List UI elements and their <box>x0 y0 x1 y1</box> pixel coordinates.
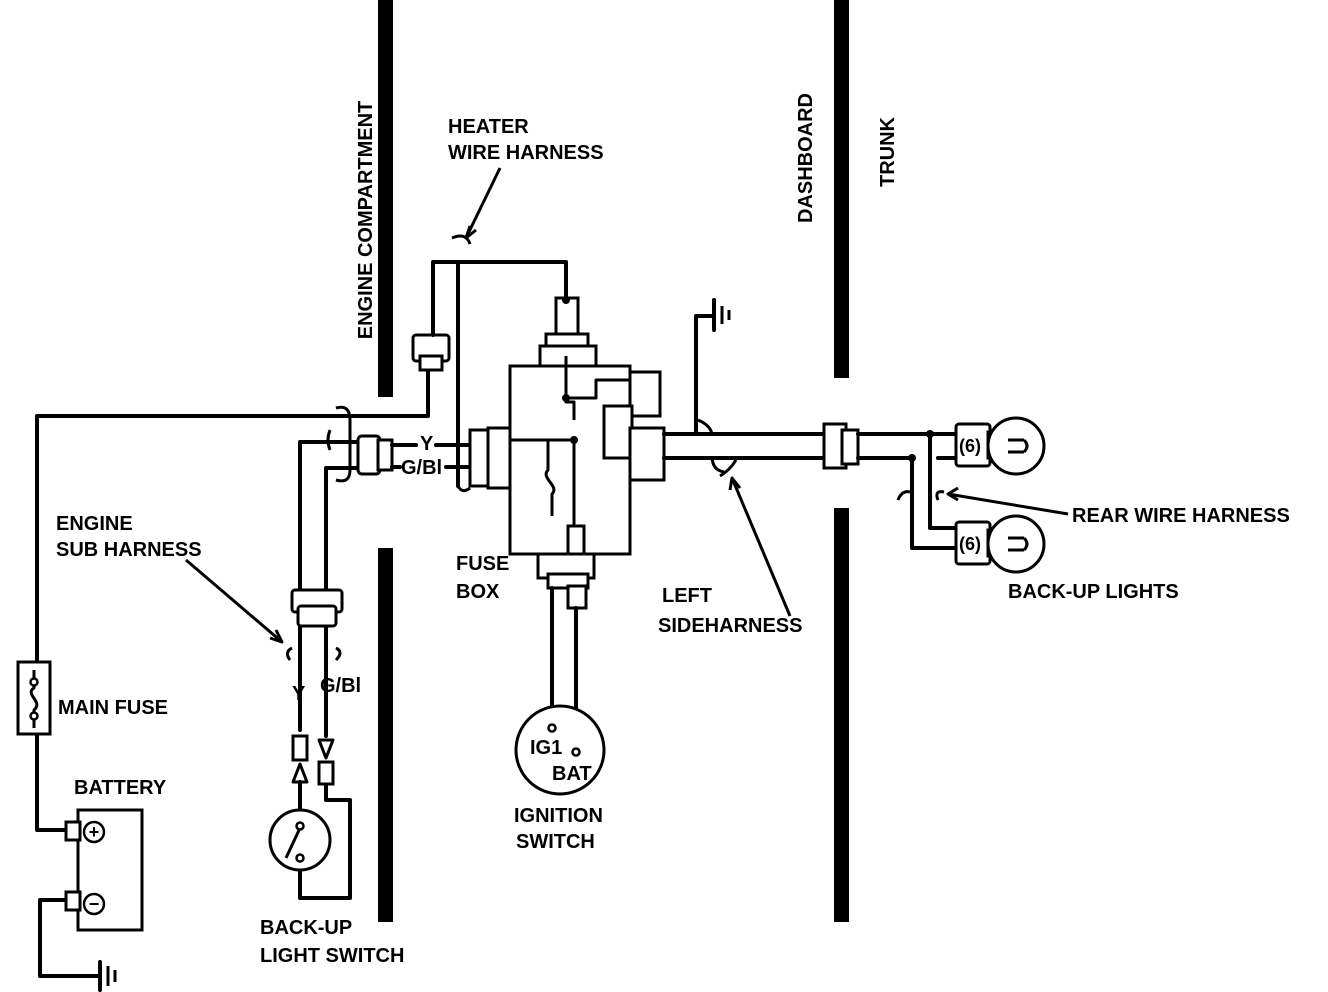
main-fuse <box>16 660 52 736</box>
wire-color-gbl-bulkhead: G/Bl <box>401 457 442 479</box>
ignition-switch-label-1: IGNITION <box>514 805 603 827</box>
heater-harness-wire <box>431 260 568 493</box>
rear-wire-harness-label: REAR WIRE HARNESS <box>1072 505 1290 527</box>
ground-symbol-dashboard <box>712 298 731 332</box>
ignition-switch-label-2: SWITCH <box>516 831 595 853</box>
engine-sub-harness-label-2: SUB HARNESS <box>56 539 202 561</box>
rear-wire-harness-wires <box>856 430 958 550</box>
dashboard-divider-upper <box>834 0 849 378</box>
ground-symbol-battery <box>98 960 117 992</box>
backup-light-lower <box>954 514 1046 574</box>
bulb-rating-lower: (6) <box>959 534 981 554</box>
heater-harness-connector <box>411 333 451 372</box>
engine-compartment-divider-upper <box>378 0 393 397</box>
dashboard-divider-lower <box>834 508 849 922</box>
rear-harness-connector <box>822 422 860 470</box>
backup-lights-label: BACK-UP LIGHTS <box>1008 581 1179 603</box>
engine-sub-harness-label-1: ENGINE <box>56 513 133 535</box>
battery-plus-sign: + <box>89 822 100 842</box>
battery-minus-sign: − <box>89 894 100 914</box>
engine-compartment-label: ENGINE COMPARTMENT <box>355 101 377 340</box>
backup-switch-label-1: BACK-UP <box>260 917 352 939</box>
heater-harness-clip <box>451 234 472 245</box>
backup-light-upper <box>954 416 1046 476</box>
engine-sub-harness-clamps <box>285 646 342 662</box>
main-feed-wire <box>35 365 430 978</box>
backup-switch-label-2: LIGHT SWITCH <box>260 945 404 967</box>
left-side-harness-wires <box>662 314 826 478</box>
inline-connector-y <box>291 734 309 784</box>
main-fuse-label: MAIN FUSE <box>58 697 168 719</box>
left-sideharness-label-1: LEFT <box>662 585 712 607</box>
leader-lines <box>185 167 1069 644</box>
wire-color-y-sub: Y <box>292 683 306 705</box>
battery-label: BATTERY <box>74 777 167 799</box>
left-sideharness-label-2: SIDEHARNESS <box>658 615 802 637</box>
bulb-rating-upper: (6) <box>959 436 981 456</box>
heater-harness-label-1: HEATER <box>448 116 529 138</box>
ignition-bat-terminal: BAT <box>552 763 592 785</box>
fuse-box <box>468 296 666 610</box>
wire-color-y-bulkhead: Y <box>420 433 434 455</box>
wire-color-gbl-sub: G/Bl <box>320 675 361 697</box>
trunk-label: TRUNK <box>877 116 899 187</box>
engine-sub-harness-wires <box>298 440 362 900</box>
fuse-box-label-2: BOX <box>456 581 500 603</box>
bulkhead-connector <box>356 434 394 476</box>
fuse-box-label-1: FUSE <box>456 553 509 575</box>
engine-sub-harness-connector <box>290 588 344 628</box>
engine-compartment-divider-lower <box>378 548 393 922</box>
dashboard-label: DASHBOARD <box>795 93 817 223</box>
bulkhead-wires <box>390 443 490 469</box>
bulkhead-clamp <box>326 405 352 483</box>
backup-light-switch <box>268 808 332 872</box>
battery: + − <box>64 808 144 932</box>
heater-harness-label-2: WIRE HARNESS <box>448 142 604 164</box>
ignition-switch <box>514 704 606 796</box>
ignition-ig1-terminal: IG1 <box>530 737 562 759</box>
inline-connector-gbl <box>317 738 335 786</box>
